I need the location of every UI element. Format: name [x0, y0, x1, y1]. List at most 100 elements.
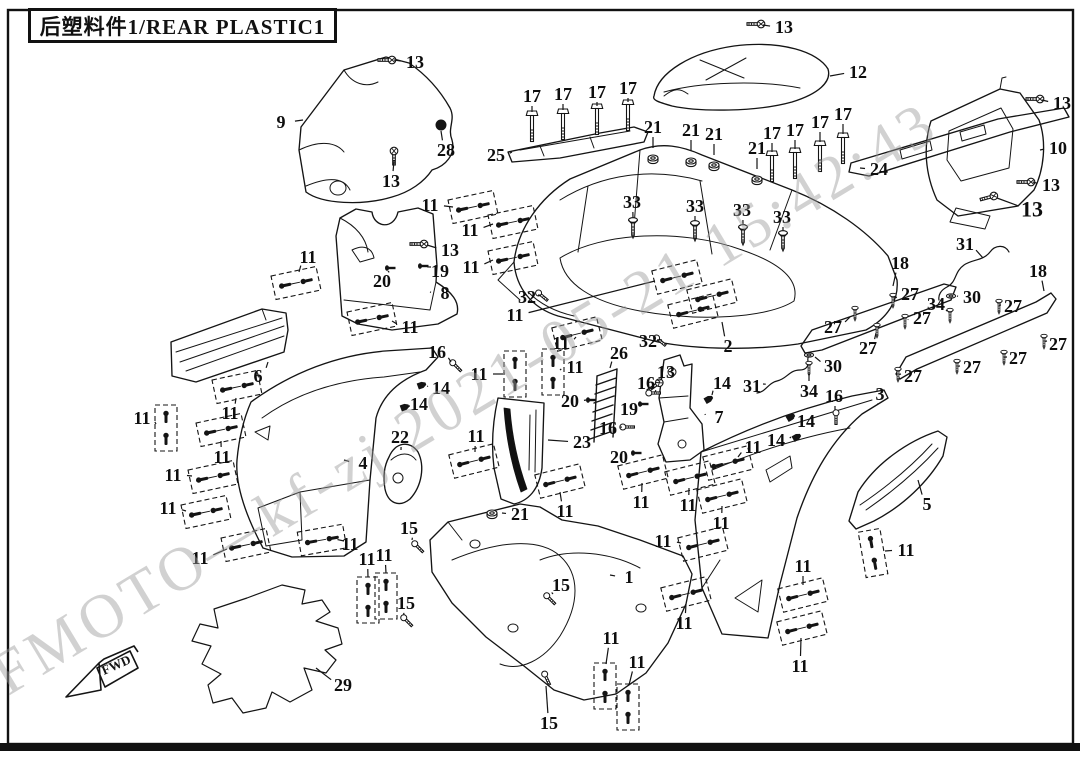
callout-label-34: 34: [927, 294, 945, 314]
clip-icon: [517, 215, 531, 224]
clip-kit-box: [448, 443, 500, 479]
callout-label-16: 16: [825, 386, 843, 406]
clip-icon: [871, 557, 879, 571]
callout-label-27: 27: [963, 357, 981, 377]
parts-layer: [170, 43, 1070, 714]
clip-kits-layer: [154, 189, 889, 731]
part-24-right-rail: [848, 107, 1070, 177]
callout-label-15: 15: [552, 575, 570, 595]
callout-label-14: 14: [410, 394, 428, 414]
bolt-icon: [621, 99, 635, 132]
pin-icon: [418, 263, 429, 269]
callout-label-15: 15: [397, 593, 415, 613]
clip-icon: [806, 588, 821, 597]
screwD-icon: [533, 288, 550, 304]
part-9-detail: [298, 69, 379, 196]
clip-icon: [477, 454, 492, 463]
callout-label-16: 16: [599, 418, 617, 438]
clip-kit-box: [447, 189, 499, 225]
clip-icon: [300, 276, 314, 285]
callout-label-11: 11: [133, 408, 150, 428]
part-1-detail: [447, 521, 647, 667]
screwD-icon: [619, 423, 635, 431]
clip-icon: [625, 470, 639, 479]
callout-label-13: 13: [657, 362, 675, 382]
clip-icon: [416, 380, 427, 390]
callout-label-30: 30: [824, 356, 842, 376]
callout-label-31: 31: [956, 234, 974, 254]
fwd-arrow-icon: [65, 645, 139, 698]
washer-icon: [803, 352, 815, 358]
clip-icon: [784, 626, 798, 635]
callout-label-4: 4: [359, 453, 368, 473]
part-6-detail: [175, 308, 285, 372]
part-2-rear-body: [513, 145, 898, 349]
callout-label-33: 33: [773, 207, 791, 227]
clip-icon: [512, 378, 518, 391]
part-26-grille: [589, 368, 618, 443]
clip-icon: [228, 543, 242, 552]
screwS-icon: [902, 314, 908, 329]
callout-label-17: 17: [619, 78, 637, 98]
callout-label-20: 20: [373, 271, 391, 291]
callout-label-11: 11: [679, 495, 696, 515]
callout-label-11: 11: [358, 549, 375, 569]
callout-label-27: 27: [1004, 296, 1022, 316]
callout-label-11: 11: [470, 364, 487, 384]
callout-label-14: 14: [713, 373, 731, 393]
clip-kit-box: [503, 350, 527, 398]
nut-icon: [647, 154, 659, 165]
callout-label-11: 11: [299, 247, 316, 267]
washer-icon: [945, 293, 957, 299]
callout-label-11: 11: [191, 548, 208, 568]
part-10-storage-cover: [925, 88, 1045, 217]
callout-label-27: 27: [859, 338, 877, 358]
callout-label-18: 18: [891, 253, 909, 273]
part-6-vent-panel: [170, 308, 289, 383]
clip-icon: [304, 538, 318, 546]
clip-kit-box: [374, 572, 398, 620]
callout-label-24: 24: [870, 159, 888, 179]
clip-icon: [704, 494, 718, 503]
callout-label-10: 10: [1049, 138, 1067, 158]
clip-icon: [195, 475, 209, 484]
callout-label-6: 6: [254, 366, 263, 386]
callout-label-11: 11: [164, 465, 181, 485]
screwH-icon: [746, 19, 766, 29]
callout-label-29: 29: [334, 675, 352, 695]
clip-icon: [163, 432, 169, 445]
callout-label-13: 13: [382, 171, 400, 191]
clip-kit-box: [356, 576, 380, 624]
callout-label-11: 11: [461, 220, 478, 240]
screwD-icon: [409, 538, 426, 555]
clip-kit-box: [180, 494, 232, 530]
callout-label-13: 13: [441, 240, 459, 260]
clip-icon: [703, 394, 715, 405]
fasteners-layer: [377, 19, 1047, 687]
callout-label-15: 15: [400, 518, 418, 538]
callout-label-11: 11: [341, 534, 358, 554]
callout-label-11: 11: [221, 403, 238, 423]
callout-label-14: 14: [432, 378, 450, 398]
clip-kit-box: [541, 348, 565, 396]
callout-label-7: 7: [715, 407, 724, 427]
part-23-detail: [528, 409, 537, 473]
nut-icon: [708, 161, 720, 172]
screwV-icon: [627, 217, 639, 239]
callout-label-15: 15: [540, 713, 558, 733]
clip-icon: [455, 205, 469, 214]
nut-icon: [685, 157, 697, 168]
screwS-icon: [996, 299, 1002, 314]
nut-icon: [486, 509, 498, 520]
part-22-small-cover: [383, 443, 423, 505]
clip-icon: [512, 356, 518, 369]
part-4-detail: [254, 371, 421, 547]
clip-icon: [495, 220, 509, 229]
callout-label-11: 11: [566, 357, 583, 377]
clip-kit-box: [270, 265, 322, 301]
clip-icon: [672, 476, 686, 485]
callout-label-17: 17: [763, 123, 781, 143]
clip-kit-box: [776, 610, 828, 646]
callout-label-11: 11: [462, 257, 479, 277]
